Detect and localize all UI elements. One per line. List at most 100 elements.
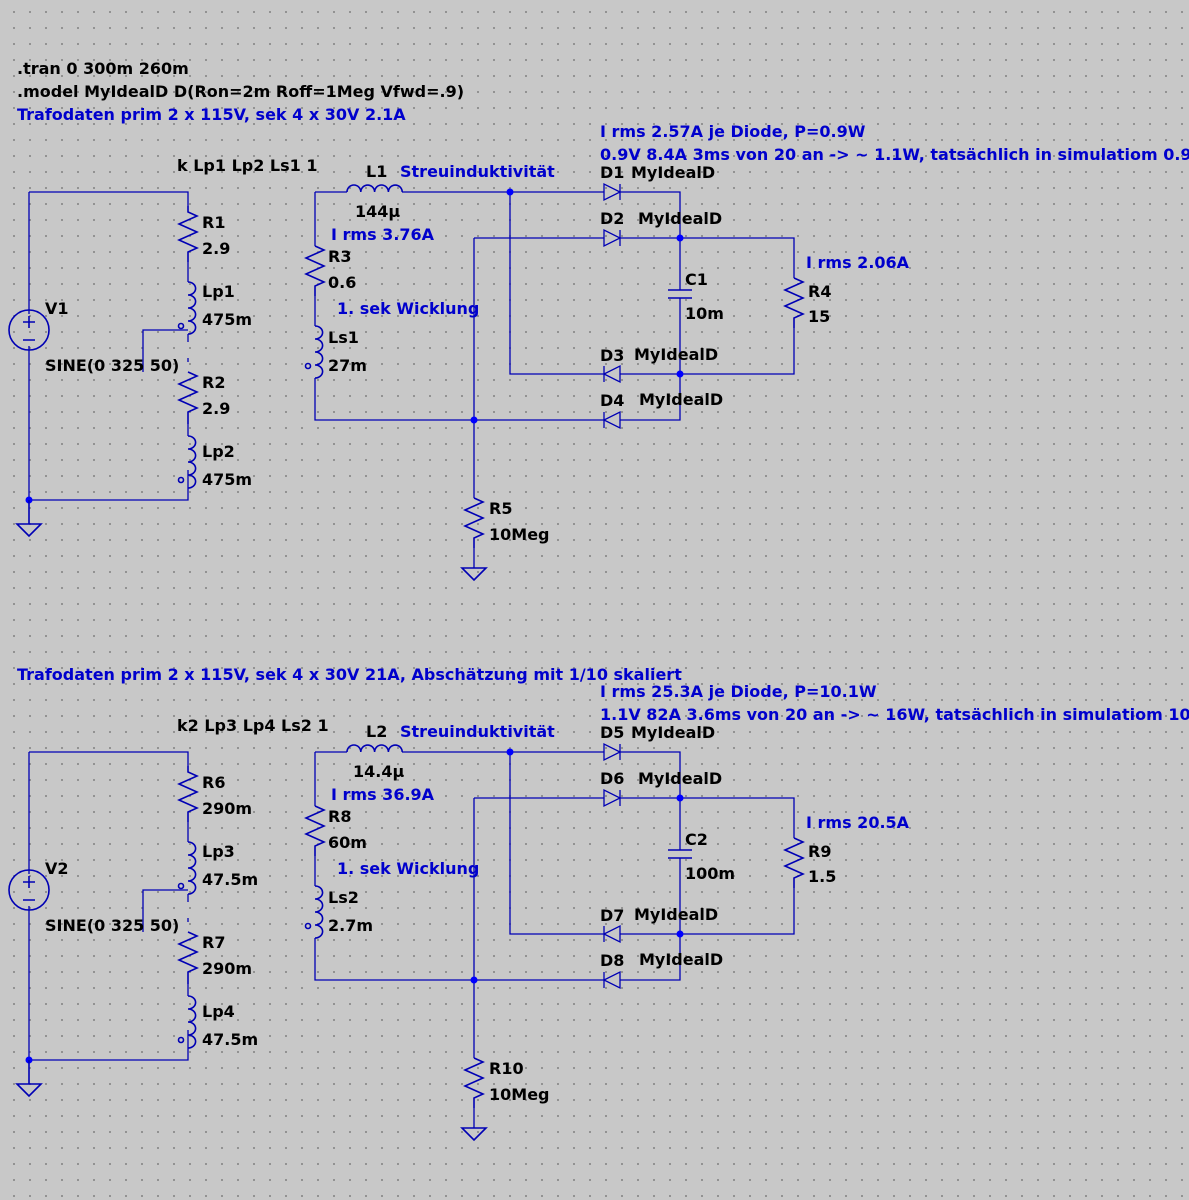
load-current-comment[interactable]: I rms 2.06A	[806, 253, 910, 272]
wires-2	[28, 751, 795, 1128]
component-name: R4	[808, 282, 831, 301]
trafo-comment[interactable]: Trafodaten prim 2 x 115V, sek 4 x 30V 21…	[17, 665, 682, 684]
resistor-R2[interactable]	[177, 371, 199, 424]
resistor-R10[interactable]	[463, 1057, 485, 1108]
diode-name: D6	[600, 769, 624, 788]
polarity-dot	[304, 922, 312, 930]
component-name: R10	[489, 1059, 524, 1078]
capacitor-C1[interactable]	[668, 289, 692, 299]
resistor-R8[interactable]	[304, 805, 326, 856]
resistor-R6[interactable]	[177, 766, 199, 822]
component-name: Lp4	[202, 1002, 235, 1021]
inductor-L1[interactable]	[346, 184, 403, 193]
diode-power-comment[interactable]: 0.9V 8.4A 3ms von 20 an -> ~ 1.1W, tatsä…	[600, 145, 1189, 164]
component-value: 14.4µ	[353, 762, 404, 781]
component-name: R1	[202, 213, 225, 232]
junction-dot	[506, 748, 514, 756]
diode-model: MyIdealD	[634, 905, 718, 924]
diode-model: MyIdealD	[631, 163, 715, 182]
ground-symbol	[460, 1127, 488, 1142]
component-value: 10m	[685, 304, 724, 323]
component-name: Ls1	[328, 328, 359, 347]
component-name: R7	[202, 933, 225, 952]
secondary-current-comment[interactable]: I rms 36.9A	[331, 785, 435, 804]
polarity-dot	[177, 1036, 185, 1044]
resistor-R1[interactable]	[177, 206, 199, 262]
leakage-comment[interactable]: Streuinduktivität	[400, 722, 555, 741]
source-value: SINE(0 325 50)	[45, 356, 179, 375]
circuit-1: Trafodaten prim 2 x 115V, sek 4 x 30V 2.…	[8, 105, 1189, 582]
ground-symbol	[15, 500, 43, 538]
secondary-winding-comment[interactable]: 1. sek Wicklung	[337, 859, 479, 878]
diode-D4[interactable]	[602, 410, 621, 430]
diode-D5[interactable]	[603, 742, 622, 762]
trafo-comment[interactable]: Trafodaten prim 2 x 115V, sek 4 x 30V 2.…	[17, 105, 406, 124]
diode-D7[interactable]	[602, 924, 621, 944]
tran-directive[interactable]: .tran 0 300m 260m	[17, 59, 189, 78]
diode-D3[interactable]	[602, 364, 621, 384]
component-value: 2.9	[202, 399, 230, 418]
secondary-current-comment[interactable]: I rms 3.76A	[331, 225, 435, 244]
component-value: 10Meg	[489, 1085, 550, 1104]
junction-dot	[470, 976, 478, 984]
diode-model: MyIdealD	[638, 209, 722, 228]
component-value: 27m	[328, 356, 367, 375]
diode-D6[interactable]	[603, 788, 622, 808]
diode-power-comment[interactable]: 1.1V 82A 3.6ms von 20 an -> ~ 16W, tatsä…	[600, 705, 1189, 724]
component-value: 475m	[202, 310, 252, 329]
inductor-L2[interactable]	[346, 744, 403, 753]
component-value: 47.5m	[202, 870, 258, 889]
component-name: L2	[366, 722, 387, 741]
diode-current-comment[interactable]: I rms 25.3A je Diode, P=10.1W	[600, 682, 877, 701]
resistor-R4[interactable]	[783, 277, 805, 328]
component-name: R5	[489, 499, 512, 518]
component-name: R8	[328, 807, 351, 826]
diode-name: D1	[600, 163, 624, 182]
inductor-Lp4[interactable]	[187, 995, 197, 1049]
component-value: 47.5m	[202, 1030, 258, 1049]
inductor-Ls1[interactable]	[314, 325, 324, 379]
component-value: 290m	[202, 959, 252, 978]
resistor-R7[interactable]	[177, 931, 199, 984]
diode-D2[interactable]	[603, 228, 622, 248]
voltage-source-V2[interactable]	[8, 869, 50, 911]
diode-model: MyIdealD	[638, 769, 722, 788]
junction-dot	[676, 234, 684, 242]
inductor-Lp2[interactable]	[187, 435, 197, 489]
leakage-comment[interactable]: Streuinduktivität	[400, 162, 555, 181]
capacitor-C2[interactable]	[668, 849, 692, 859]
coupling-directive[interactable]: k2 Lp3 Lp4 Ls2 1	[177, 716, 329, 735]
component-value: 15	[808, 307, 830, 326]
voltage-source-V1[interactable]	[8, 309, 50, 351]
inductor-Ls2[interactable]	[314, 885, 324, 939]
diode-name: D4	[600, 391, 624, 410]
component-name: C1	[685, 270, 708, 289]
component-name: Lp2	[202, 442, 235, 461]
resistor-R5[interactable]	[463, 497, 485, 548]
source-value: SINE(0 325 50)	[45, 916, 179, 935]
diode-D8[interactable]	[602, 970, 621, 990]
resistor-R9[interactable]	[783, 837, 805, 888]
diode-name: D5	[600, 723, 624, 742]
diode-D1[interactable]	[603, 182, 622, 202]
component-value: 2.7m	[328, 916, 373, 935]
resistor-R3[interactable]	[304, 245, 326, 296]
secondary-winding-comment[interactable]: 1. sek Wicklung	[337, 299, 479, 318]
source-name: V1	[45, 299, 69, 318]
source-name: V2	[45, 859, 69, 878]
inductor-Lp1[interactable]	[187, 281, 197, 335]
component-name: C2	[685, 830, 708, 849]
inductor-Lp3[interactable]	[187, 841, 197, 895]
component-name: R2	[202, 373, 225, 392]
ground-symbol	[15, 1060, 43, 1098]
component-value: 1.5	[808, 867, 836, 886]
load-current-comment[interactable]: I rms 20.5A	[806, 813, 910, 832]
model-directive[interactable]: .model MyIdealD D(Ron=2m Roff=1Meg Vfwd=…	[17, 82, 464, 101]
junction-dot	[506, 188, 514, 196]
diode-model: MyIdealD	[631, 723, 715, 742]
diode-name: D7	[600, 906, 624, 925]
junction-dot	[676, 930, 684, 938]
diode-current-comment[interactable]: I rms 2.57A je Diode, P=0.9W	[600, 122, 866, 141]
coupling-directive[interactable]: k Lp1 Lp2 Ls1 1	[177, 156, 317, 175]
